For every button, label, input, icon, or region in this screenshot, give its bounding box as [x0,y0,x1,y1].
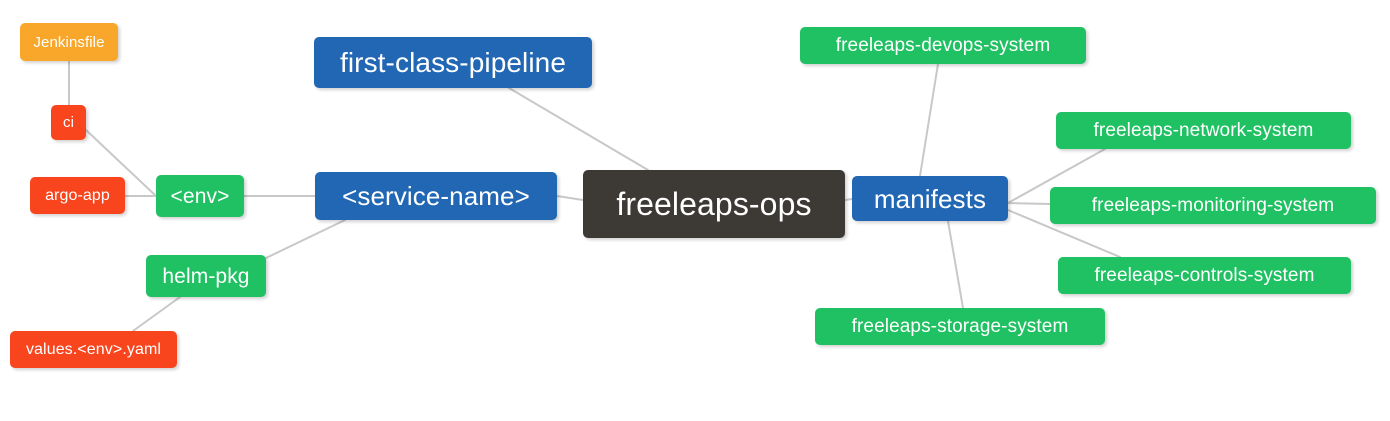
node-argo-app[interactable]: argo-app [30,177,125,214]
node-label-freeleaps-storage-system: freeleaps-storage-system [851,316,1069,337]
node-helm-pkg[interactable]: helm-pkg [146,255,266,297]
node-jenkinsfile[interactable]: Jenkinsfile [20,23,118,61]
node-freeleaps-ops[interactable]: freeleaps-ops [583,170,845,238]
edge-helm-pkg-to-values-yaml [132,296,181,332]
edge-freeleaps-devops-system-to-manifests [919,63,939,177]
node-values-yaml[interactable]: values.<env>.yaml [10,331,177,368]
node-label-jenkinsfile: Jenkinsfile [33,33,105,51]
node-label-ci: ci [62,114,75,131]
node-env[interactable]: <env> [156,175,244,217]
node-freeleaps-devops-system[interactable]: freeleaps-devops-system [800,27,1086,64]
node-freeleaps-storage-system[interactable]: freeleaps-storage-system [815,308,1105,345]
edge-manifests-to-freeleaps-storage-system [947,220,964,309]
node-service-name[interactable]: <service-name> [315,172,557,220]
edge-first-class-pipeline-to-freeleaps-ops [508,87,649,171]
node-label-freeleaps-network-system: freeleaps-network-system [1093,120,1314,141]
node-label-freeleaps-devops-system: freeleaps-devops-system [835,35,1051,56]
node-label-env: <env> [170,184,230,208]
edge-manifests-to-freeleaps-monitoring-system [1007,202,1051,205]
node-label-helm-pkg: helm-pkg [162,264,250,288]
node-label-service-name: <service-name> [342,181,530,211]
node-first-class-pipeline[interactable]: first-class-pipeline [314,37,592,88]
edge-service-name-to-freeleaps-ops [556,195,584,201]
node-label-freeleaps-controls-system: freeleaps-controls-system [1094,265,1315,286]
node-freeleaps-controls-system[interactable]: freeleaps-controls-system [1058,257,1351,294]
node-freeleaps-monitoring-system[interactable]: freeleaps-monitoring-system [1050,187,1376,224]
node-label-argo-app: argo-app [45,186,110,204]
node-freeleaps-network-system[interactable]: freeleaps-network-system [1056,112,1351,149]
edge-freeleaps-ops-to-manifests [844,198,853,201]
node-label-first-class-pipeline: first-class-pipeline [339,46,567,78]
node-label-freeleaps-ops: freeleaps-ops [616,186,812,222]
node-label-values-yaml: values.<env>.yaml [25,340,162,358]
node-manifests[interactable]: manifests [852,176,1008,221]
node-ci[interactable]: ci [51,105,86,140]
node-label-manifests: manifests [873,183,987,214]
node-label-freeleaps-monitoring-system: freeleaps-monitoring-system [1091,195,1335,216]
edge-service-name-to-helm-pkg [265,219,346,259]
